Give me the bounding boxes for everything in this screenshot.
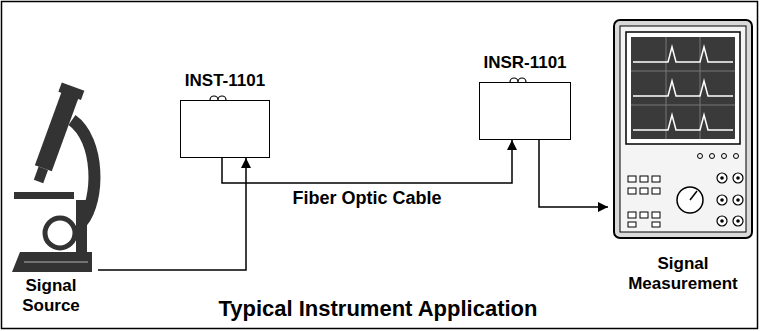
microscope-base — [12, 252, 92, 272]
signal-source: Signal Source — [4, 88, 98, 316]
scope-button — [640, 176, 648, 182]
indicator-dot — [698, 154, 703, 159]
instrument-box: INST-1101 — [180, 100, 270, 158]
jack-center — [720, 219, 724, 223]
jack-center — [720, 176, 724, 180]
scope-knob — [677, 187, 703, 213]
microscope-base-highlight — [24, 261, 88, 263]
indicator-dot — [710, 154, 715, 159]
scope-button — [652, 222, 660, 227]
edge-label: Fiber Optic Cable — [290, 187, 443, 209]
fiber-connector — [539, 140, 608, 207]
microscope-pillar — [76, 200, 87, 255]
box-heading: INST-1101 — [181, 71, 269, 91]
scope-button — [652, 176, 660, 182]
grid-line — [631, 105, 735, 106]
scope-jack — [717, 173, 727, 183]
scope-indicators — [698, 154, 739, 159]
scope-button — [652, 188, 660, 194]
pulse-trace — [633, 47, 733, 62]
microscope-eyepiece — [58, 82, 84, 100]
scope-jack — [733, 173, 743, 183]
scope-jack — [717, 195, 727, 205]
scope-button — [628, 176, 636, 182]
jack-center — [736, 176, 740, 180]
pulse-trace — [633, 81, 733, 96]
fiber-connector — [222, 140, 512, 183]
instrument-box: INSR-1101 — [479, 82, 571, 140]
scope-buttons — [628, 176, 660, 227]
microscope-mirror — [45, 218, 75, 248]
scope-button — [628, 212, 636, 218]
pulse-trace — [633, 115, 733, 130]
microscope-tube-group — [27, 82, 84, 185]
grid-line — [631, 71, 735, 72]
fiber-connector — [98, 158, 246, 270]
scope-jack — [733, 195, 743, 205]
figure-caption: Typical Instrument Application — [0, 295, 756, 322]
scope-button — [640, 212, 648, 218]
microscope-stage — [14, 192, 74, 199]
connector-bumps — [510, 78, 526, 82]
oscilloscope-icon — [614, 20, 752, 238]
scope-jacks — [717, 173, 743, 226]
scope-jack — [717, 216, 727, 226]
microscope-tube — [35, 92, 79, 171]
knob-pointer — [690, 191, 697, 200]
grid-line — [700, 37, 701, 139]
scope-bezel — [626, 32, 740, 144]
scope-jack-centers — [720, 176, 740, 223]
indicator-dot — [722, 154, 727, 159]
scope-button — [628, 222, 636, 227]
jack-center — [736, 219, 740, 223]
signal-measurement: Signal Measurement — [608, 18, 758, 294]
figure-label: Signal Measurement — [608, 254, 758, 294]
grid-line — [666, 37, 667, 139]
box-heading: INSR-1101 — [480, 53, 570, 73]
scope-screen — [631, 37, 735, 139]
connector-bumps — [210, 96, 226, 100]
scope-body — [614, 20, 752, 238]
jack-center — [736, 198, 740, 202]
microscope-objective — [34, 167, 48, 184]
scope-button — [640, 188, 648, 194]
scope-panel — [620, 26, 746, 232]
scope-grid — [631, 37, 735, 139]
indicator-dot — [734, 154, 739, 159]
microscope-icon — [12, 82, 94, 272]
scope-button — [652, 212, 660, 218]
figure-label: Signal Source — [4, 276, 98, 316]
scope-jack — [733, 216, 743, 226]
scope-button — [628, 188, 636, 194]
jack-center — [720, 198, 724, 202]
scope-traces — [633, 47, 733, 130]
